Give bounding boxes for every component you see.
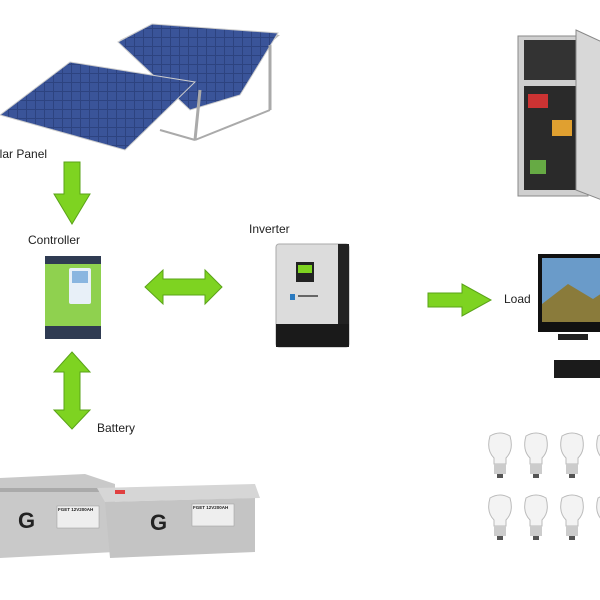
load-label: Load	[504, 292, 531, 306]
controller-label: Controller	[28, 233, 81, 247]
inverter-label: Inverter	[249, 222, 290, 236]
solar-panel-image	[0, 23, 280, 151]
battery-image: G G	[0, 474, 260, 558]
inverter-image	[275, 243, 350, 348]
controller-image	[45, 256, 101, 339]
solar-panel-label: Solar Panel	[0, 147, 48, 161]
svg-text:G: G	[18, 508, 35, 533]
light-bulbs-image	[488, 432, 600, 541]
arrow-down-icon	[53, 161, 91, 225]
television-image	[538, 254, 600, 378]
refrigerator-image	[517, 29, 600, 200]
battery-model-label: FGET 12V200AH	[193, 505, 229, 510]
arrow-bidirectional-horizontal-icon	[144, 268, 223, 306]
battery-model-label: FGET 12V200AH	[58, 507, 94, 512]
arrow-bidirectional-vertical-icon	[52, 351, 92, 430]
arrow-right-icon	[427, 283, 493, 317]
battery-label: Battery	[97, 421, 136, 435]
svg-text:G: G	[150, 510, 167, 535]
